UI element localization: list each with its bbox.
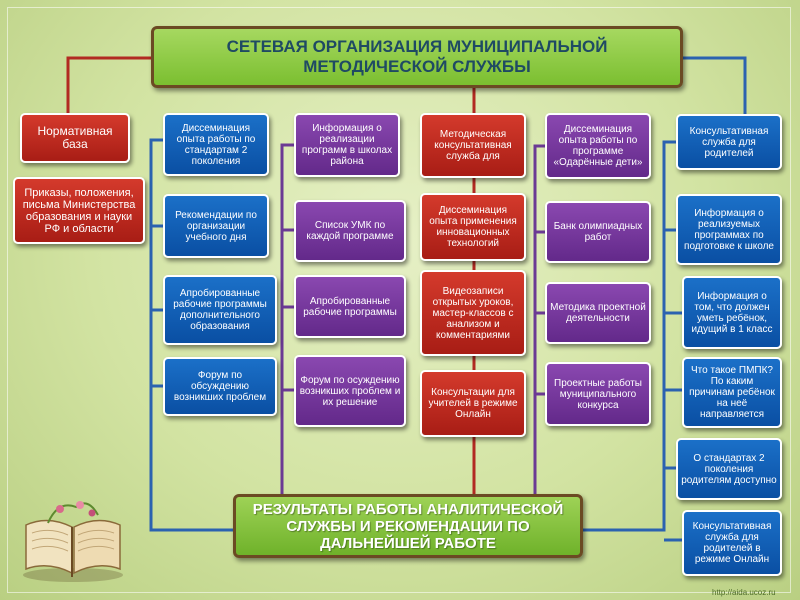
results-box: РЕЗУЛЬТАТЫ РАБОТЫ АНАЛИТИЧЕСКОЙ СЛУЖБЫ И…: [233, 494, 583, 558]
innovation-dissemination-box: Диссеминация опыта применения инновацион…: [420, 193, 526, 261]
preschool-programs-info-box: Информация о реализуемых программах по п…: [676, 194, 782, 265]
standards-for-parents-box: О стандартах 2 поколения родителям досту…: [676, 438, 782, 500]
results-text: РЕЗУЛЬТАТЫ РАБОТЫ АНАЛИТИЧЕСКОЙ СЛУЖБЫ И…: [252, 500, 564, 552]
problems-solution-forum-label: Форум по осуждению возникших проблем и и…: [299, 374, 401, 408]
connector-col6-spine: [583, 140, 676, 532]
connector-header-col6: [683, 56, 747, 114]
methodic-consulting-label: Методическая консультативная служба для: [434, 129, 512, 162]
normative-base-box: Нормативная база: [20, 113, 130, 163]
parents-online-consulting-box: Консультативная служба для родителей в р…: [682, 510, 782, 576]
connector-col5-spine: [533, 144, 545, 494]
umk-list-label: Список УМК по каждой программе: [306, 220, 394, 242]
additional-education-programs-box: Апробированные рабочие программы дополни…: [163, 275, 277, 345]
innovation-dissemination-label: Диссеминация опыта применения инновацион…: [429, 205, 517, 249]
pmpk-info-label: Что такое ПМПК? По каким причинам ребёно…: [689, 365, 775, 420]
teachers-online-consulting-box: Консультации для учителей в режиме Онлай…: [420, 370, 526, 437]
project-methodology-box: Методика проектной деятельности: [545, 282, 651, 344]
standards-dissemination-label: Диссеминация опыта работы по стандартам …: [176, 122, 256, 167]
parents-online-consulting-label: Консультативная служба для родителей в р…: [692, 521, 772, 565]
problems-forum-box: Форум по обсуждению возникших проблем: [163, 357, 277, 416]
standards-dissemination-box: Диссеминация опыта работы по стандартам …: [163, 113, 269, 176]
olympiad-bank-box: Банк олимпиадных работ: [545, 201, 651, 263]
parents-consulting-box: Консультативная служба для родителей: [676, 114, 782, 170]
diagram-title: СЕТЕВАЯ ОРГАНИЗАЦИЯ МУНИЦИПАЛЬНОЙ МЕТОДИ…: [151, 26, 683, 88]
study-day-recommendations-label: Рекомендации по организации учебного дня: [175, 209, 257, 243]
diagram-title-text: СЕТЕВАЯ ОРГАНИЗАЦИЯ МУНИЦИПАЛЬНОЙ МЕТОДИ…: [226, 37, 608, 76]
video-lessons-label: Видеозаписи открытых уроков, мастер-клас…: [432, 285, 514, 341]
additional-education-programs-label: Апробированные рабочие программы дополни…: [173, 288, 267, 332]
approved-programs-label: Апробированные рабочие программы: [303, 295, 397, 318]
first-grade-skills-box: Информация о том, что должен уметь ребён…: [682, 276, 782, 349]
umk-list-box: Список УМК по каждой программе: [294, 200, 406, 262]
program-implementation-info-box: Информация о реализации программ в школа…: [294, 113, 400, 177]
video-lessons-box: Видеозаписи открытых уроков, мастер-клас…: [420, 270, 526, 356]
open-book-icon: [23, 501, 123, 582]
slide-frame: [7, 7, 791, 593]
problems-solution-forum-box: Форум по осуждению возникших проблем и и…: [294, 355, 406, 427]
connector-header-normative: [66, 56, 151, 113]
project-contest-works-box: Проектные работы муниципального конкурса: [545, 362, 651, 426]
normative-base-label: Нормативная база: [37, 124, 113, 151]
pmpk-info-box: Что такое ПМПК? По каким причинам ребёно…: [682, 357, 782, 428]
standards-for-parents-label: О стандартах 2 поколения родителям досту…: [681, 452, 777, 486]
project-methodology-label: Методика проектной деятельности: [550, 302, 646, 324]
gifted-children-label: Диссеминация опыта работы по программе «…: [553, 124, 643, 168]
olympiad-bank-label: Банк олимпиадных работ: [553, 221, 643, 243]
parents-consulting-label: Консультативная служба для родителей: [689, 125, 769, 159]
preschool-programs-info-label: Информация о реализуемых программах по п…: [684, 207, 774, 252]
teachers-online-consulting-label: Консультации для учителей в режиме Онлай…: [428, 387, 518, 420]
connector-col2-spine: [149, 138, 233, 532]
program-implementation-info-label: Информация о реализации программ в школа…: [301, 123, 393, 167]
connector-col3-spine: [280, 143, 294, 494]
study-day-recommendations-box: Рекомендации по организации учебного дня: [163, 194, 269, 258]
watermark: http://aida.ucoz.ru: [712, 588, 776, 597]
orders-documents-box: Приказы, положения, письма Министерства …: [13, 177, 145, 244]
approved-programs-box: Апробированные рабочие программы: [294, 275, 406, 338]
methodic-consulting-box: Методическая консультативная служба для: [420, 113, 526, 178]
project-contest-works-label: Проектные работы муниципального конкурса: [554, 377, 642, 411]
first-grade-skills-label: Информация о том, что должен уметь ребён…: [691, 290, 773, 335]
gifted-children-box: Диссеминация опыта работы по программе «…: [545, 113, 651, 179]
problems-forum-label: Форум по обсуждению возникших проблем: [173, 370, 267, 403]
orders-documents-label: Приказы, положения, письма Министерства …: [22, 186, 136, 235]
